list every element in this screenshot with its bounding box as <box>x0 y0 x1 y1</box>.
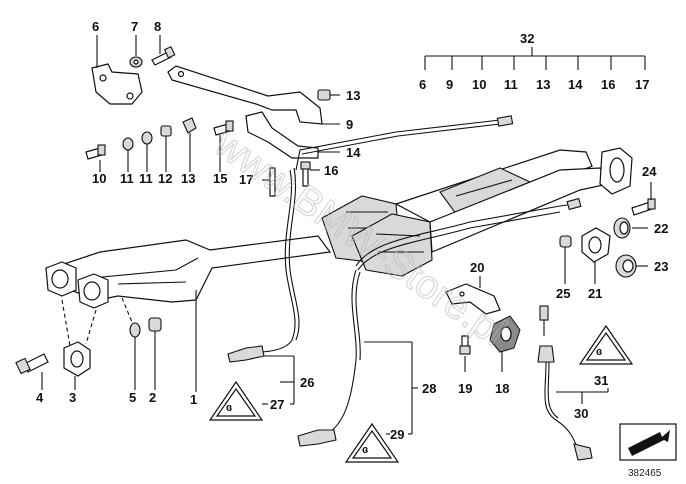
kit-item-10: 10 <box>472 77 486 92</box>
nut-2: 2 <box>148 317 162 405</box>
label-7: 7 <box>131 19 138 34</box>
label-27: 27 <box>270 397 284 412</box>
ring-22: 22 <box>613 217 668 239</box>
label-25: 25 <box>556 286 570 301</box>
washer-11b: 11 <box>139 131 153 186</box>
oxygen-sensor-26: 26 <box>227 115 514 404</box>
label-31: 31 <box>594 373 608 388</box>
warning-triangle-27: ɞ 27 <box>208 380 294 421</box>
gasket-3: 3 <box>61 299 97 405</box>
label-28: 28 <box>422 381 436 396</box>
label-23: 23 <box>654 259 668 274</box>
svg-text:ɞ: ɞ <box>596 346 602 358</box>
warning-triangle-31: ɞ 31 <box>578 324 634 392</box>
bracket-6: 6 <box>91 19 143 105</box>
rubber-mount-18: 18 <box>489 315 521 396</box>
stud-17: 17 <box>239 167 276 197</box>
svg-text:ɞ: ɞ <box>362 444 368 456</box>
bracket-20: 20 <box>445 260 501 315</box>
label-20: 20 <box>470 260 484 275</box>
label-13-lower: 13 <box>181 171 195 186</box>
svg-text:ɞ: ɞ <box>226 402 232 414</box>
label-9: 9 <box>346 117 353 132</box>
kit-item-11: 11 <box>504 77 518 92</box>
kit-item-16: 16 <box>601 77 615 92</box>
label-3: 3 <box>69 390 76 405</box>
label-6: 6 <box>92 19 99 34</box>
label-10: 10 <box>92 171 106 186</box>
kit-item-14: 14 <box>568 77 583 92</box>
washer-11a: 11 <box>120 137 134 186</box>
bolt-16: 16 <box>300 161 338 187</box>
clamp-14: 14 <box>245 111 361 160</box>
kit-32-label: 32 <box>520 31 534 46</box>
label-11b: 11 <box>139 171 153 186</box>
bolt-24: 24 <box>631 164 657 216</box>
ring-23: 23 <box>615 254 668 278</box>
kit-32-group: 32 6 9 10 11 13 14 16 17 <box>419 31 649 92</box>
label-26: 26 <box>300 375 314 390</box>
label-12: 12 <box>158 171 172 186</box>
orientation-arrow-box: 382465 <box>619 423 677 479</box>
bolt-8: 8 <box>151 19 176 66</box>
label-13-upper: 13 <box>346 88 360 103</box>
warning-triangle-29: ɞ 29 <box>344 422 412 463</box>
hanger-bracket-9: 9 <box>167 65 353 132</box>
label-18: 18 <box>495 381 509 396</box>
label-22: 22 <box>654 221 668 236</box>
flange-21: 21 <box>581 227 611 301</box>
bolt-19: 19 <box>458 335 472 396</box>
label-5: 5 <box>129 390 136 405</box>
oxygen-sensor-28: 28 <box>297 197 582 447</box>
bolt-15: 15 <box>213 120 234 186</box>
nut-13-upper: 13 <box>317 88 360 103</box>
kit-item-13: 13 <box>536 77 550 92</box>
kit-item-6: 6 <box>419 77 426 92</box>
washer-5: 5 <box>121 297 141 405</box>
label-19: 19 <box>458 381 472 396</box>
reference-number: 382465 <box>628 468 662 479</box>
label-4: 4 <box>36 390 44 405</box>
bolt-10: 10 <box>85 144 106 186</box>
label-17: 17 <box>239 172 253 187</box>
label-1: 1 <box>190 392 197 407</box>
label-29: 29 <box>390 427 404 442</box>
nut-13-lower: 13 <box>181 117 197 186</box>
kit-item-17: 17 <box>635 77 649 92</box>
label-21: 21 <box>588 286 602 301</box>
temperature-sensor-30: 30 <box>537 305 608 461</box>
label-2: 2 <box>149 390 156 405</box>
label-14: 14 <box>346 145 361 160</box>
nut-25: 25 <box>556 235 572 301</box>
bolt-4: 4 <box>15 353 49 405</box>
front-pipe-1: 1 <box>45 147 633 407</box>
label-24: 24 <box>642 164 657 179</box>
label-30: 30 <box>574 406 588 421</box>
nut-12: 12 <box>158 125 172 186</box>
nut-7: 7 <box>129 19 143 68</box>
kit-item-9: 9 <box>446 77 453 92</box>
label-11a: 11 <box>120 171 134 186</box>
label-8: 8 <box>154 19 161 34</box>
label-16: 16 <box>324 163 338 178</box>
label-15: 15 <box>213 171 227 186</box>
